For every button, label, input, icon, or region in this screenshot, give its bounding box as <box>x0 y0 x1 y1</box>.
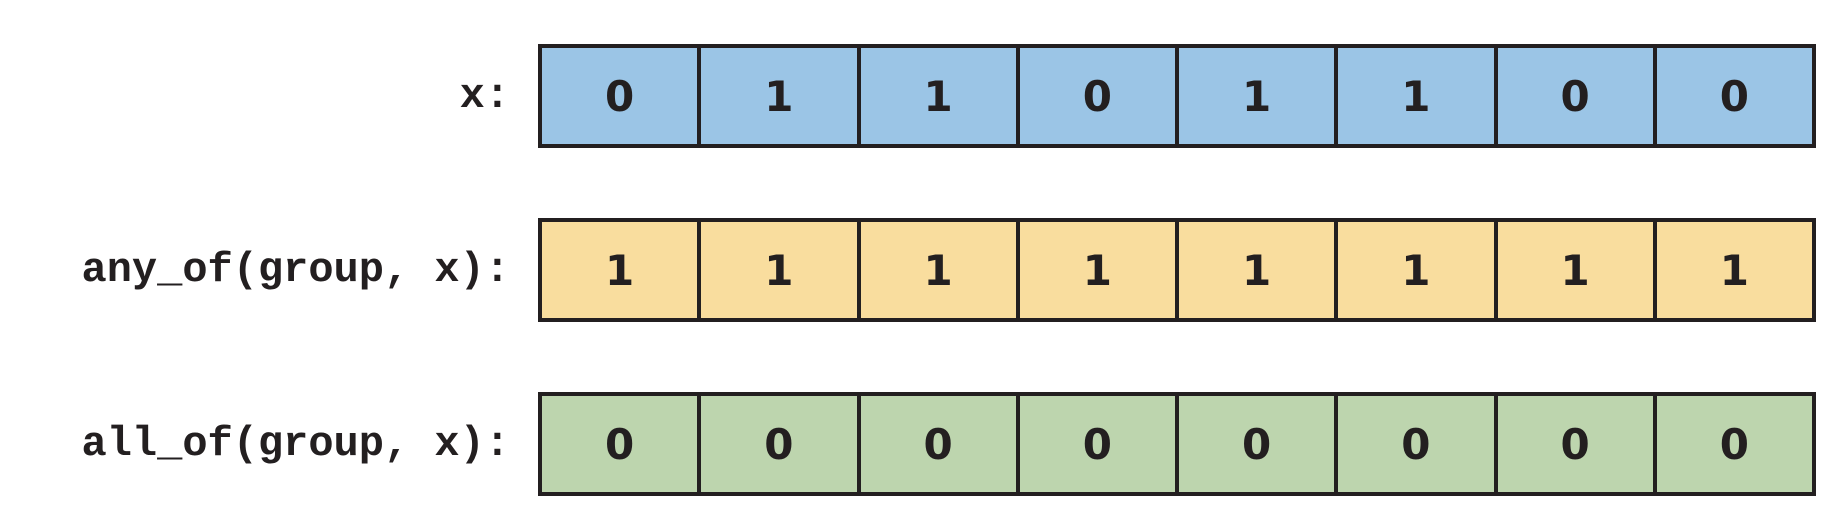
array-cell: 1 <box>860 48 1020 144</box>
array-cell: 0 <box>860 396 1020 492</box>
array-cell: 1 <box>1179 48 1339 144</box>
array-cell: 1 <box>1019 222 1179 318</box>
array-cell: 0 <box>1179 396 1339 492</box>
array-cell: 1 <box>1656 222 1812 318</box>
array-cell: 0 <box>1656 396 1812 492</box>
cell-array: 0 1 1 0 1 1 0 0 <box>538 44 1816 148</box>
array-cell: 0 <box>542 48 702 144</box>
cell-array: 0 0 0 0 0 0 0 0 <box>538 392 1816 496</box>
array-cell: 1 <box>1338 48 1498 144</box>
cell-array: 1 1 1 1 1 1 1 1 <box>538 218 1816 322</box>
row-label: all_of(group, x): <box>81 420 510 468</box>
array-cell: 1 <box>1179 222 1339 318</box>
row-x: x: 0 1 1 0 1 1 0 0 <box>0 44 1838 148</box>
array-cell: 1 <box>542 222 702 318</box>
array-cell: 0 <box>1338 396 1498 492</box>
array-cell: 0 <box>1497 48 1657 144</box>
array-cell: 1 <box>1338 222 1498 318</box>
array-cell: 1 <box>701 48 861 144</box>
row-label: any_of(group, x): <box>81 246 510 294</box>
array-cell: 1 <box>701 222 861 318</box>
row-label: x: <box>459 72 510 120</box>
array-cell: 1 <box>860 222 1020 318</box>
array-cell: 0 <box>1019 396 1179 492</box>
row-all-of: all_of(group, x): 0 0 0 0 0 0 0 0 <box>0 392 1838 496</box>
array-cell: 1 <box>1497 222 1657 318</box>
row-any-of: any_of(group, x): 1 1 1 1 1 1 1 1 <box>0 218 1838 322</box>
array-cell: 0 <box>701 396 861 492</box>
array-cell: 0 <box>542 396 702 492</box>
array-cell: 0 <box>1019 48 1179 144</box>
array-cell: 0 <box>1497 396 1657 492</box>
array-cell: 0 <box>1656 48 1812 144</box>
